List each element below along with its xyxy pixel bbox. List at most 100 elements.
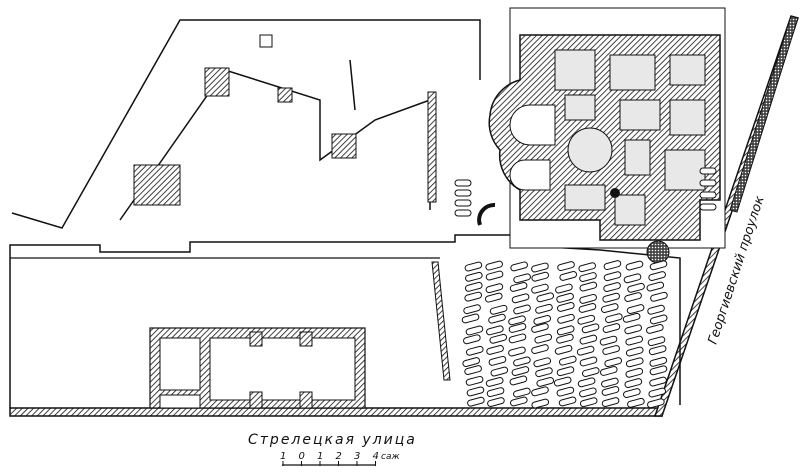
grave — [531, 283, 549, 294]
grave — [454, 209, 472, 217]
grave — [535, 367, 553, 378]
grave — [559, 271, 578, 281]
grave — [533, 357, 552, 368]
grave — [508, 346, 526, 357]
grave — [531, 323, 549, 333]
lower-building — [149, 327, 366, 409]
grave — [648, 387, 667, 398]
burial-graves — [454, 167, 717, 409]
grave — [699, 203, 717, 211]
grave — [486, 387, 505, 398]
grave — [699, 167, 717, 175]
grave — [513, 304, 531, 315]
grave — [531, 398, 550, 409]
grave — [465, 375, 484, 386]
grave — [623, 388, 641, 399]
grave — [490, 366, 509, 377]
grave — [623, 273, 642, 284]
grave — [464, 291, 482, 302]
grave — [576, 345, 595, 356]
grave — [602, 323, 621, 333]
grave — [454, 189, 472, 197]
grave — [465, 325, 484, 336]
diagonal-wall — [431, 261, 451, 381]
grave — [535, 303, 553, 314]
grave — [599, 335, 618, 346]
grave — [553, 376, 572, 387]
grave — [556, 366, 575, 377]
grave — [603, 282, 621, 292]
grave — [579, 281, 598, 292]
grave — [699, 179, 717, 187]
grave — [603, 260, 622, 271]
grave — [579, 293, 597, 304]
grave — [648, 345, 667, 356]
grave — [454, 199, 472, 207]
grave — [622, 312, 641, 323]
grave — [554, 344, 573, 355]
upper-divider — [349, 59, 356, 111]
pier — [259, 34, 273, 48]
street-wall — [9, 407, 663, 417]
grave — [462, 357, 481, 367]
hatched-wall — [427, 91, 437, 203]
grave — [579, 272, 597, 282]
grave — [467, 396, 485, 407]
grave — [648, 271, 666, 281]
lane-wall-dotted — [729, 15, 799, 213]
scale-tick-label: 1 — [280, 451, 286, 462]
grave — [604, 357, 623, 368]
grave — [646, 281, 665, 292]
grave — [465, 345, 484, 356]
grave — [605, 313, 623, 324]
grave — [487, 397, 505, 407]
grave — [557, 313, 575, 324]
grave — [557, 261, 575, 272]
grave — [466, 386, 485, 397]
grave — [464, 261, 483, 272]
scale-tick-label: 1 — [317, 451, 323, 462]
grave — [601, 397, 620, 407]
grave — [513, 356, 531, 367]
grave — [531, 271, 550, 282]
grave — [488, 313, 506, 324]
scale-tick-label: 4 — [373, 451, 379, 462]
grave — [489, 304, 508, 315]
grave — [646, 324, 664, 334]
grave — [600, 303, 619, 313]
grave — [579, 334, 598, 345]
grave — [536, 376, 555, 387]
grave — [509, 375, 528, 386]
grave — [601, 377, 619, 388]
grave — [579, 387, 597, 398]
grave — [463, 334, 481, 345]
grave — [626, 304, 645, 315]
grave — [463, 304, 481, 315]
grave — [650, 291, 668, 302]
grave — [649, 365, 668, 376]
pier — [277, 87, 293, 103]
grave — [555, 283, 573, 294]
lower-lot-boundary — [9, 234, 681, 408]
grave — [579, 397, 598, 408]
scale-tick-label: 3 — [354, 451, 360, 462]
grave — [647, 304, 665, 315]
grave — [508, 315, 526, 326]
grave — [556, 292, 574, 303]
grave — [556, 333, 574, 344]
pier — [204, 67, 230, 97]
grave — [602, 292, 620, 303]
grave — [485, 377, 504, 387]
grave — [649, 260, 668, 271]
grave — [625, 260, 644, 271]
grave — [511, 366, 530, 376]
grave — [558, 396, 577, 407]
grave — [581, 367, 600, 377]
grave — [533, 315, 552, 325]
grave — [556, 302, 575, 312]
grave — [485, 270, 504, 281]
scale-tick-label: 0 — [299, 451, 305, 462]
grave — [488, 355, 507, 366]
